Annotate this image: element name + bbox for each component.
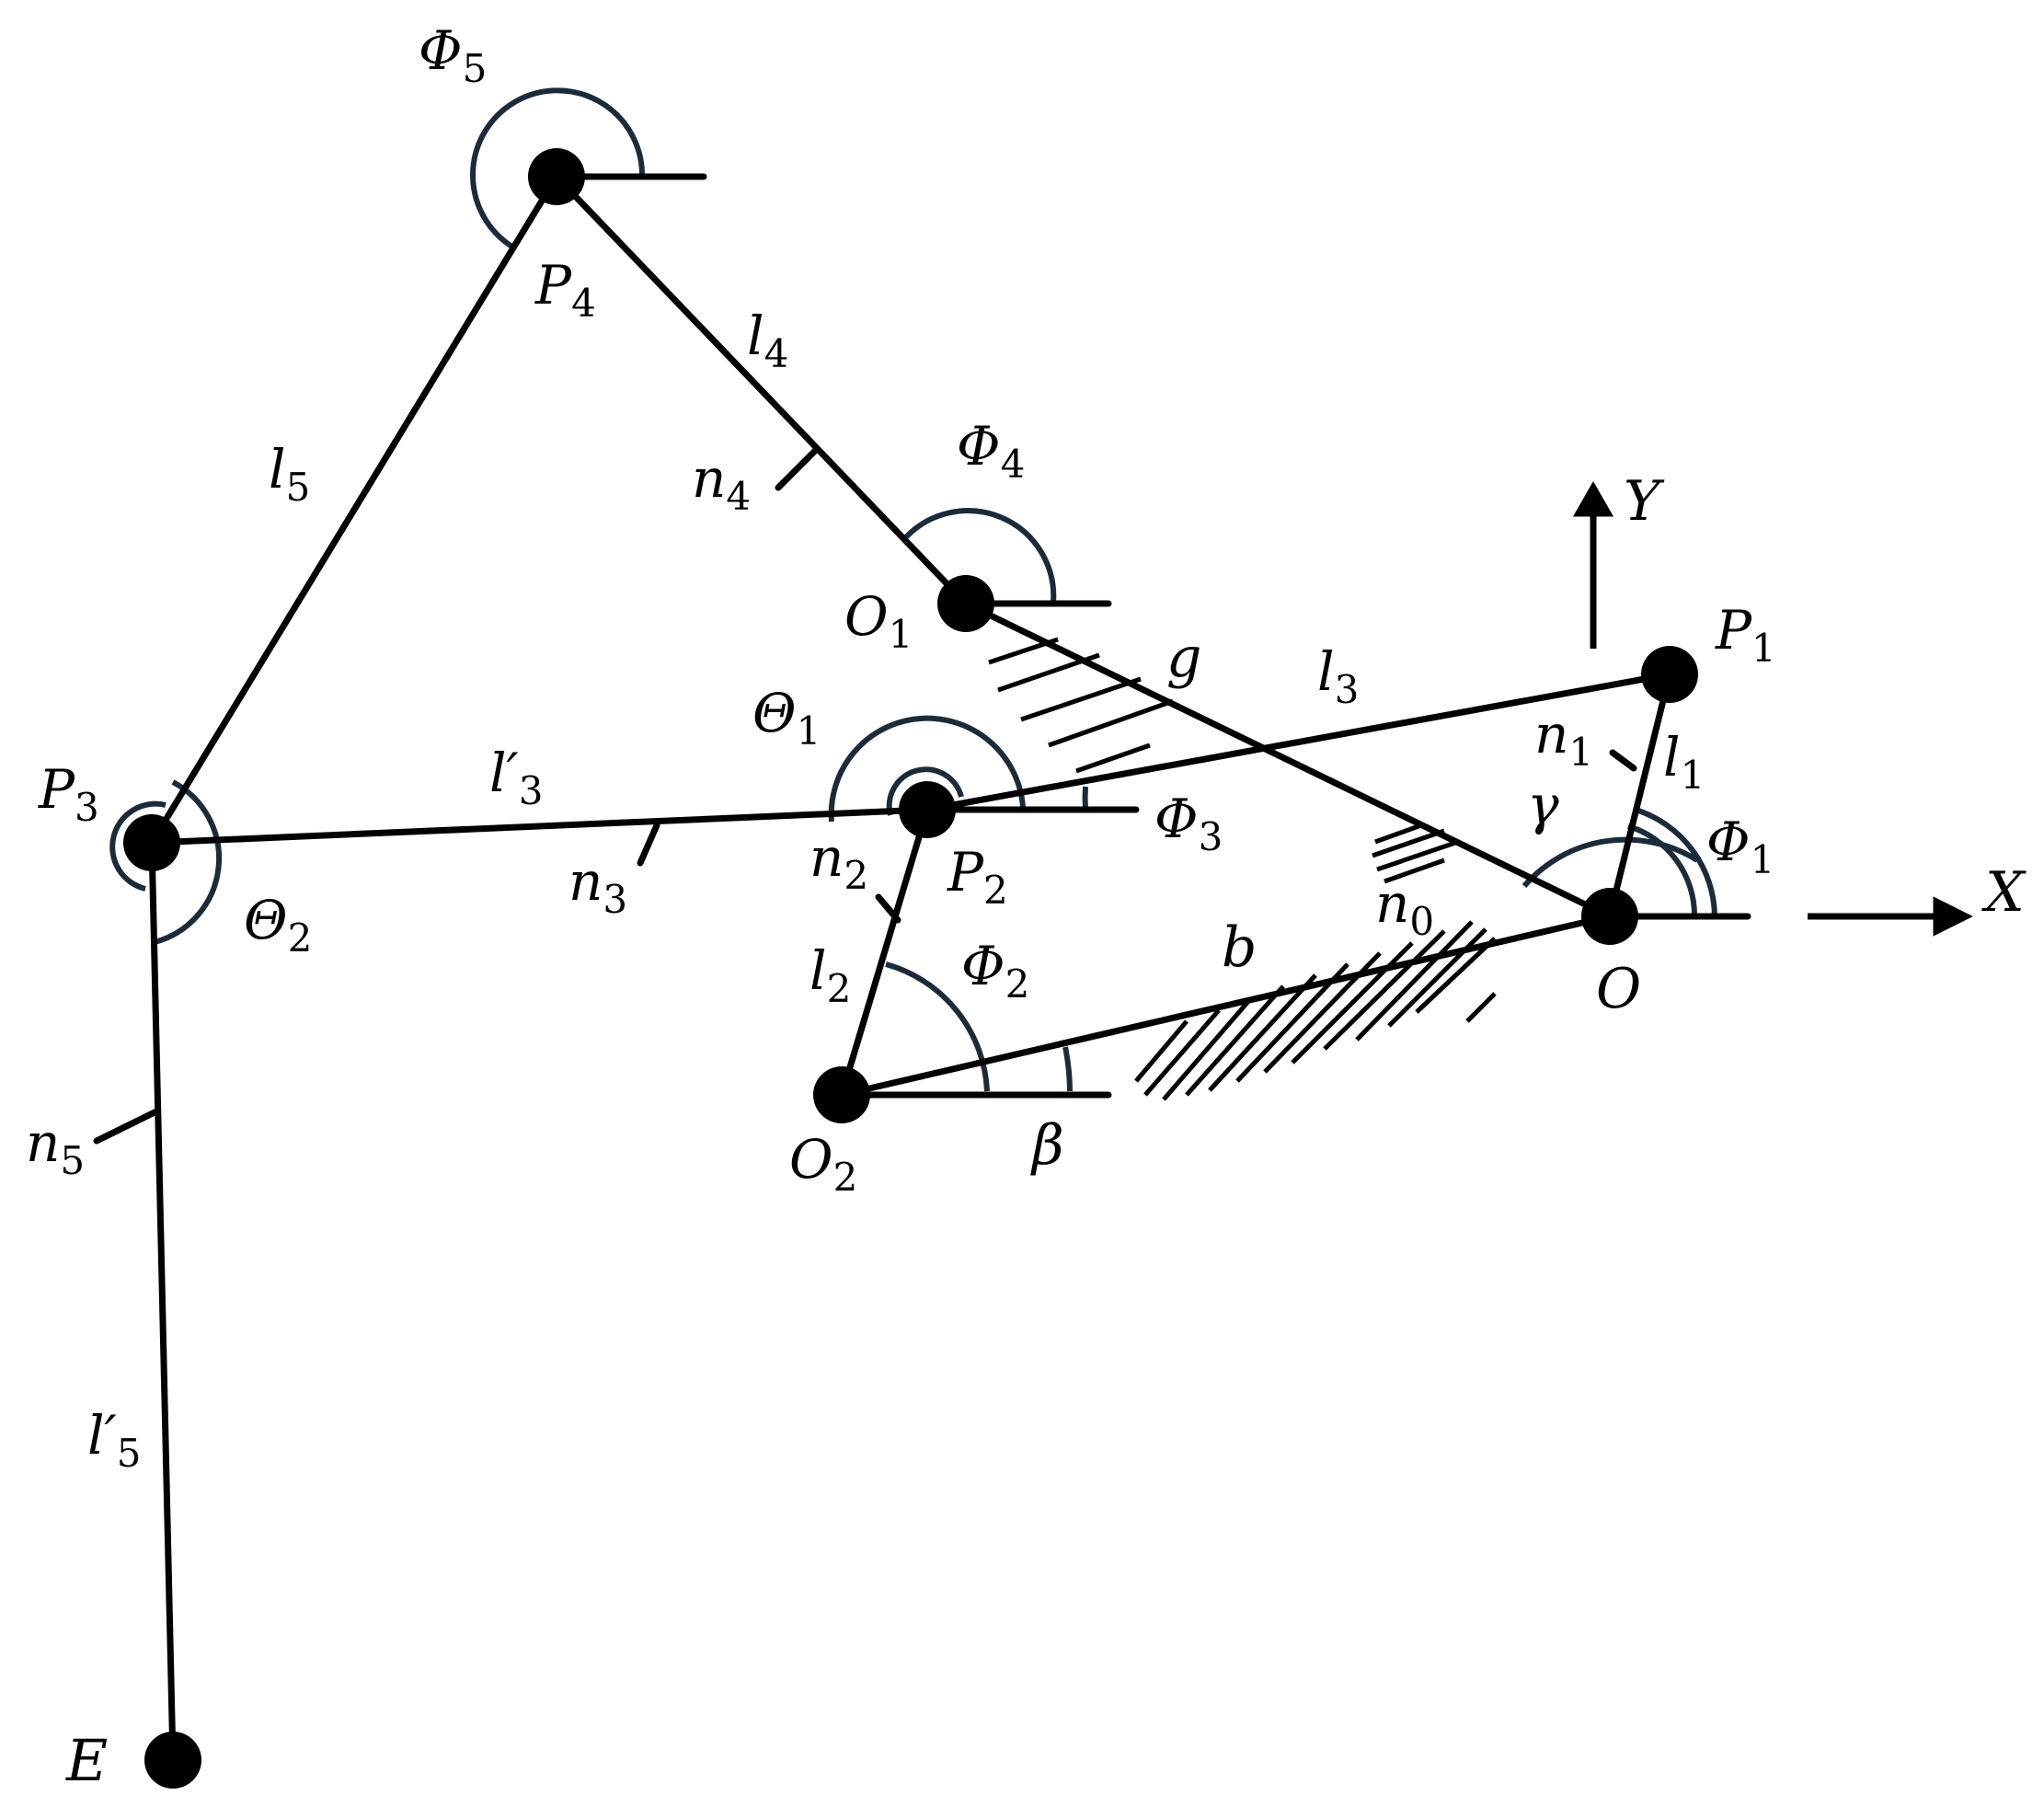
joints	[123, 148, 1698, 1789]
label-n1: n1	[1534, 703, 1593, 775]
joint-p2	[899, 781, 956, 838]
label-phi4: Φ4	[957, 415, 1025, 487]
label-phi1: Φ1	[1706, 811, 1774, 882]
label-n5: n5	[26, 1111, 85, 1183]
label-phi2: Φ2	[961, 935, 1029, 1007]
arc-theta1-inner	[886, 766, 964, 816]
joint-p4	[528, 148, 585, 205]
label-l3: l3	[1317, 640, 1359, 712]
link-l4	[553, 173, 970, 607]
label-o2: O2	[789, 1128, 857, 1200]
tick-n3	[637, 822, 660, 867]
tick-n1	[1609, 749, 1637, 772]
label-l4: l4	[747, 305, 788, 376]
arc-phi1-outer	[1635, 807, 1717, 917]
label-y: Y	[1624, 469, 1665, 534]
arc-phi1-inner	[1627, 823, 1698, 917]
label-e: E	[65, 1727, 108, 1794]
link-l3	[924, 671, 1673, 813]
link-b	[838, 913, 1613, 1099]
arc-beta	[1062, 1046, 1073, 1092]
label-o: O	[1596, 957, 1641, 1021]
label-l5prime: l′5	[87, 1404, 141, 1476]
angle-arcs	[109, 87, 1717, 1092]
label-p1: P1	[1715, 599, 1776, 671]
joint-p3	[123, 814, 180, 871]
axes	[1572, 480, 1973, 937]
joint-e	[144, 1732, 201, 1789]
label-n2: n2	[810, 826, 868, 898]
arc-gamma	[1522, 836, 1699, 888]
arc-theta2-outer	[154, 779, 223, 945]
label-x: X	[1981, 860, 2027, 925]
joint-o	[1581, 888, 1638, 945]
labels: Φ5 P4 l4 l5 n4 Φ4 Y O1 g l3 P1 Θ1 n1 l1 …	[26, 19, 2027, 1794]
label-n0: n0	[1375, 872, 1434, 944]
label-phi5: Φ5	[419, 19, 487, 91]
label-l3prime: l′3	[489, 742, 543, 813]
label-n3: n3	[568, 850, 627, 922]
label-p4: P4	[534, 254, 596, 326]
link-l3prime	[148, 806, 931, 846]
y-arrow-head-icon	[1572, 480, 1614, 517]
label-n4: n4	[692, 447, 751, 519]
link-l1	[1606, 671, 1673, 920]
joint-p1	[1641, 646, 1698, 703]
label-p2: P2	[947, 841, 1008, 913]
label-l5: l5	[269, 438, 310, 510]
link-l5prime	[148, 839, 177, 1764]
label-theta2: Θ2	[244, 889, 312, 961]
label-p3: P3	[38, 758, 99, 830]
label-l2: l2	[810, 939, 851, 1011]
link-l2	[838, 806, 931, 1099]
label-gamma: γ	[1527, 774, 1559, 836]
label-phi3: Φ3	[1154, 788, 1223, 859]
label-o1: O1	[844, 585, 913, 657]
x-arrow-head-icon	[1933, 896, 1973, 937]
joint-o2	[813, 1066, 870, 1123]
arc-theta1-outer	[828, 715, 1026, 823]
arc-phi2	[885, 961, 990, 1092]
tick-n5	[93, 1108, 160, 1145]
ground-hatching	[988, 637, 1497, 1101]
label-beta: β	[1030, 1113, 1064, 1178]
arc-phi4	[901, 508, 1057, 604]
link-l5	[148, 173, 560, 846]
label-l1: l1	[1663, 726, 1705, 798]
arc-theta2-inner	[109, 800, 167, 892]
label-theta1: Θ1	[752, 682, 821, 754]
link-g	[962, 600, 1613, 920]
joint-o1	[937, 575, 994, 632]
arc-phi5	[470, 87, 645, 251]
tick-n2	[875, 893, 901, 924]
tick-n4	[775, 445, 821, 491]
label-g: g	[1166, 626, 1201, 690]
label-b: b	[1222, 915, 1257, 980]
links	[93, 173, 1751, 1764]
